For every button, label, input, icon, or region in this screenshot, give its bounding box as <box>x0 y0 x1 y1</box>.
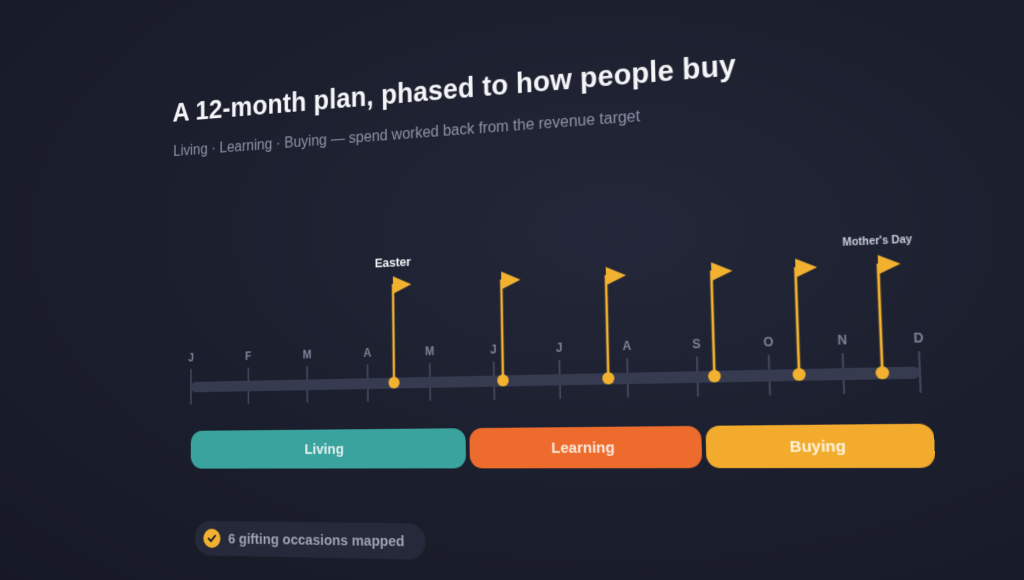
flag-icon <box>711 261 733 282</box>
check-circle-icon <box>203 528 221 549</box>
phase-living: Living <box>190 428 467 469</box>
month-ticks: J F M A M J J A S O N D <box>188 332 924 405</box>
month-label: O <box>763 336 774 350</box>
month-label: D <box>913 332 924 346</box>
timeline: J F M A M J J A S O N D Easter Mother's Day <box>188 233 924 424</box>
month-label: J <box>556 342 563 355</box>
flag-pole <box>393 284 394 383</box>
flag-icon <box>501 270 521 290</box>
phase-bars: Living Learning Buying <box>190 423 936 469</box>
occasions-badge: 6 gifting occasions mapped <box>194 520 426 560</box>
flag-icon <box>877 253 901 275</box>
month-label: F <box>245 351 252 363</box>
month-label: M <box>303 349 312 362</box>
phase-living-label: Living <box>304 440 344 458</box>
occasion-flag <box>789 257 818 381</box>
occasions-badge-text: 6 gifting occasions mapped <box>228 530 405 550</box>
occasion-flag <box>495 270 521 387</box>
flag-icon <box>392 275 412 294</box>
flag-icon <box>795 257 818 278</box>
flag-pole <box>878 264 882 373</box>
flag-pole <box>501 279 503 380</box>
flag-icon <box>605 266 627 286</box>
occasion-flag <box>600 266 627 385</box>
flag-label: Mother's Day <box>842 233 913 248</box>
page-title: A 12-month plan, phased to how people bu… <box>172 49 737 129</box>
phase-buying: Buying <box>705 423 936 469</box>
phase-learning-label: Learning <box>551 438 615 457</box>
month-label: J <box>188 352 194 364</box>
flag-pole <box>711 271 714 377</box>
occasion-flags: Easter Mother's Day <box>375 233 914 389</box>
flag-pole <box>606 275 608 378</box>
month-label: A <box>622 340 631 354</box>
month-label: N <box>837 334 847 348</box>
occasion-flag <box>705 261 733 383</box>
timeline-track <box>190 366 921 393</box>
phase-buying-label: Buying <box>789 436 847 456</box>
phase-learning: Learning <box>469 425 703 469</box>
month-label: S <box>692 338 701 352</box>
month-label: M <box>425 345 434 358</box>
flag-marker-dot <box>497 374 509 387</box>
occasion-flag: Easter <box>375 254 412 389</box>
flag-pole <box>795 267 799 374</box>
flag-label: Easter <box>375 254 412 270</box>
occasion-flag: Mother's Day <box>842 233 914 380</box>
month-label: J <box>490 344 497 357</box>
slide-plane: A 12-month plan, phased to how people bu… <box>80 0 1024 580</box>
month-label: A <box>364 347 372 360</box>
